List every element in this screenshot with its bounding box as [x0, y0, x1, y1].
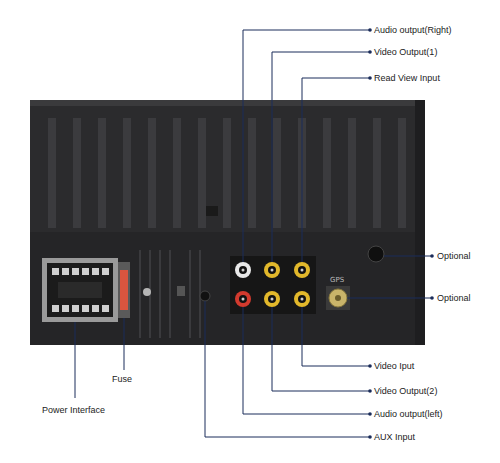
- leader-lines: [75, 30, 432, 437]
- mount-hole: [206, 206, 218, 216]
- callout-label: Audio output(left): [374, 408, 443, 420]
- callout-label: Video Output(2): [374, 385, 437, 397]
- port-marking: GPS: [330, 276, 344, 284]
- screw: [143, 288, 151, 296]
- callout-label: Power Interface: [42, 404, 105, 416]
- callout-label: Optional: [437, 250, 471, 262]
- rca-block: [230, 256, 316, 314]
- callout-label: Optional: [437, 292, 471, 304]
- indicator: [177, 286, 185, 296]
- fuse-holder: [118, 262, 130, 318]
- optional-port: [368, 246, 384, 262]
- fuse: [120, 270, 128, 310]
- power-connector: [42, 258, 118, 322]
- leader-dots: [368, 28, 434, 439]
- callout-label: Read View Input: [374, 72, 440, 84]
- callout-label: Video Iput: [374, 360, 414, 372]
- callout-label: Fuse: [112, 373, 132, 385]
- callout-label: Video Output(1): [374, 46, 437, 58]
- panel-vents: [140, 250, 200, 338]
- gps-pin: [335, 295, 341, 301]
- cooling-fins: [48, 118, 406, 228]
- unit-side: [415, 100, 425, 345]
- aux-jack: [200, 291, 210, 301]
- callout-label: AUX Input: [374, 431, 415, 443]
- rear-panel: [30, 232, 415, 345]
- gps-connector: [329, 289, 347, 307]
- unit-body: [30, 100, 425, 345]
- gps-mount: [326, 286, 350, 310]
- unit-top-edge: [30, 100, 425, 106]
- rca-jacks: [235, 262, 310, 307]
- callout-label: Audio output(Right): [374, 24, 452, 36]
